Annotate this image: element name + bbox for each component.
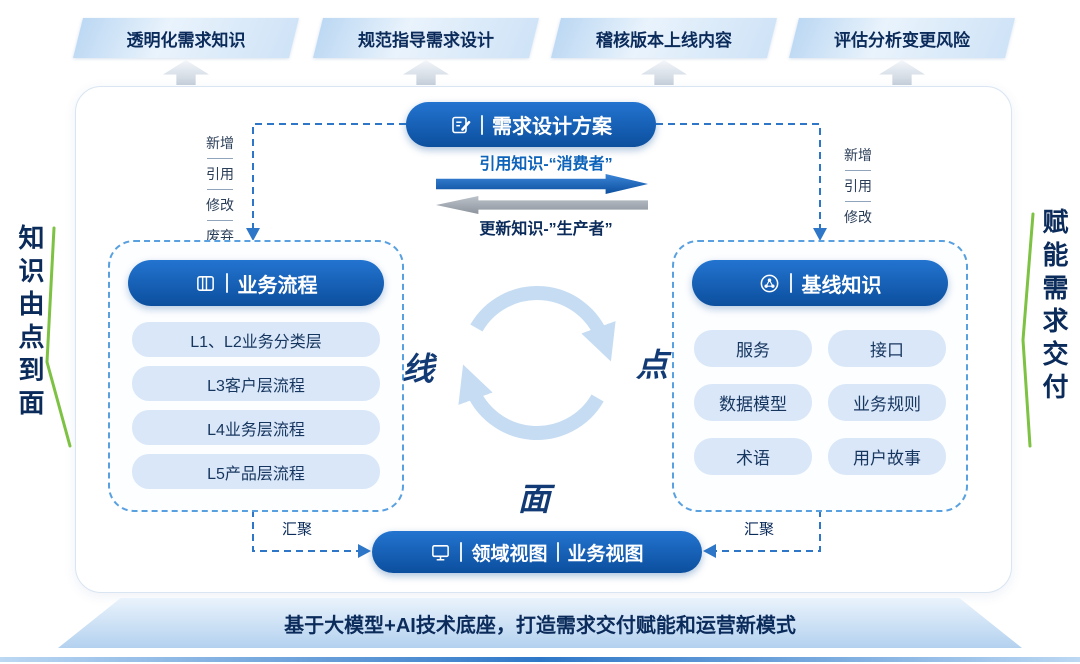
knowledge-item: 接口 [828, 330, 946, 367]
op-separator [845, 170, 871, 171]
banner-label: 评估分析变更风险 [834, 30, 970, 50]
monitor-icon [430, 542, 451, 563]
calligraphy-point: 点 [636, 346, 669, 384]
pill-divider [789, 273, 792, 293]
knowledge-item: 数据模型 [694, 384, 812, 421]
op-item: 引用 [206, 166, 234, 182]
banner-assess-risk: 评估分析变更风险 [789, 18, 1015, 58]
banner-transparent-knowledge: 透明化需求知识 [73, 18, 299, 58]
op-item: 新增 [206, 135, 234, 151]
footer-text-highlight: 大模型+AI [324, 614, 416, 637]
baseline-knowledge-panel: 基线知识 服务 接口 数据模型 业务规则 术语 用户故事 [672, 240, 968, 512]
up-arrow-icon [163, 60, 209, 85]
process-layer-item: L3客户层流程 [132, 366, 380, 401]
converge-right-label: 汇聚 [744, 521, 775, 538]
banner-audit-release: 稽核版本上线内容 [551, 18, 777, 58]
business-view-label: 业务视图 [567, 543, 644, 565]
op-item: 修改 [844, 209, 872, 225]
op-item: 修改 [206, 197, 234, 213]
pill-divider [556, 542, 559, 562]
business-process-title: 业务流程 [237, 274, 318, 297]
op-item: 引用 [844, 178, 872, 194]
pill-divider [460, 542, 463, 562]
banner-guide-design: 规范指导需求设计 [313, 18, 539, 58]
banner-label: 规范指导需求设计 [358, 30, 494, 50]
up-arrow-icon [641, 60, 687, 85]
produce-knowledge-label: 更新知识-”生产者” [479, 221, 613, 238]
op-item: 新增 [844, 147, 872, 163]
right-ops-list: 新增 引用 修改 [834, 142, 882, 230]
left-ops-list: 新增 引用 修改 废弃 [196, 130, 244, 249]
up-arrow-icon [879, 60, 925, 85]
design-plan-title: 需求设计方案 [492, 116, 612, 138]
left-side-caption: 知识由点到面 [15, 224, 45, 422]
doc-pen-icon [450, 114, 472, 136]
domain-view-label: 领域视图 [471, 543, 548, 565]
calligraphy-line: 线 [402, 350, 435, 388]
banner-label: 稽核版本上线内容 [596, 30, 732, 50]
baseline-knowledge-title: 基线知识 [801, 274, 882, 297]
op-separator [207, 220, 233, 221]
consume-knowledge-label: 引用知识-“消费者” [479, 156, 613, 173]
view-bar-pill: 领域视图 业务视图 [372, 531, 702, 573]
knowledge-item: 服务 [694, 330, 812, 367]
knowledge-item-grid: 服务 接口 数据模型 业务规则 术语 用户故事 [694, 330, 946, 475]
design-plan-pill: 需求设计方案 [406, 102, 656, 147]
pill-divider [225, 273, 228, 293]
pill-divider [481, 114, 483, 135]
knowledge-item: 术语 [694, 438, 812, 475]
left-green-accent-line [45, 226, 72, 448]
process-layer-item: L4业务层流程 [132, 410, 380, 445]
process-layer-item: L5产品层流程 [132, 454, 380, 489]
op-separator [207, 158, 233, 159]
up-arrow-icon [403, 60, 449, 85]
process-layer-list: L1、L2业务分类层 L3客户层流程 L4业务层流程 L5产品层流程 [132, 322, 380, 489]
right-green-accent-line [1021, 212, 1035, 448]
footer-text-prefix: 基于 [284, 614, 325, 637]
business-process-panel: 业务流程 L1、L2业务分类层 L3客户层流程 L4业务层流程 L5产品层流程 [108, 240, 404, 512]
process-layer-item: L1、L2业务分类层 [132, 322, 380, 357]
bottom-accent-strip [0, 657, 1080, 662]
produce-arrow-left-icon [436, 196, 648, 214]
knowledge-item: 用户故事 [828, 438, 946, 475]
op-separator [207, 189, 233, 190]
converge-left-label: 汇聚 [282, 521, 313, 538]
rotating-arrows-icon [458, 286, 616, 440]
book-lines-icon [195, 273, 216, 294]
right-side-caption: 赋能需求交付 [1039, 208, 1069, 406]
op-separator [845, 201, 871, 202]
baseline-knowledge-header: 基线知识 [692, 260, 948, 306]
footer-text-suffix: 技术底座，打造需求交付赋能和运营新模式 [415, 614, 796, 637]
business-process-header: 业务流程 [128, 260, 384, 306]
network-circle-icon [759, 273, 780, 294]
consume-arrow-right-icon [436, 174, 648, 194]
banner-label: 透明化需求知识 [126, 30, 246, 50]
calligraphy-plane: 面 [518, 480, 551, 518]
knowledge-item: 业务规则 [828, 384, 946, 421]
